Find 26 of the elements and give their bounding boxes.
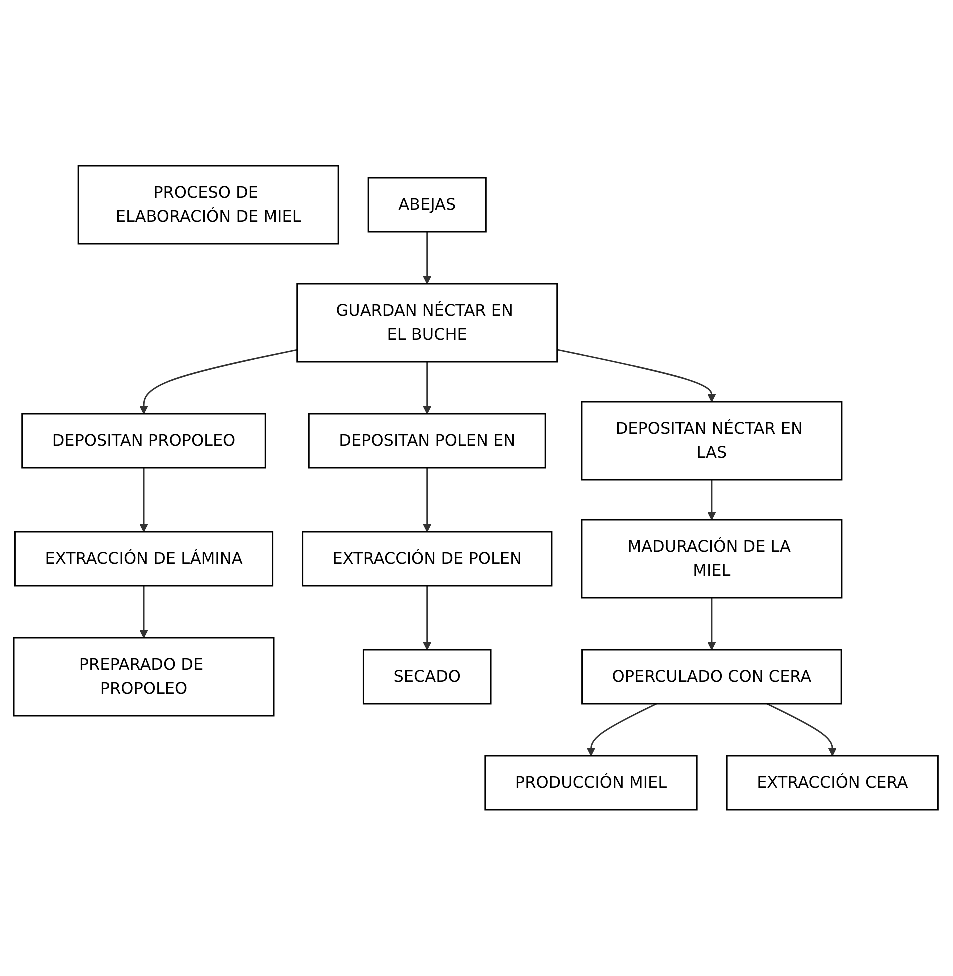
arrow bbox=[558, 349, 717, 402]
arrow bbox=[423, 586, 432, 650]
node-box: OPERCULADO CON CERA bbox=[582, 649, 843, 705]
node-box: SECADO bbox=[363, 649, 492, 705]
arrow bbox=[140, 586, 149, 638]
node-box: ABEJAS bbox=[368, 177, 488, 233]
node-box: DEPOSITAN POLEN EN bbox=[308, 413, 547, 469]
node-box: EXTRACCIÓN DE LÁMINA bbox=[14, 531, 274, 587]
arrow bbox=[423, 468, 432, 532]
arrow bbox=[708, 480, 717, 520]
node-box: DEPOSITAN NÉCTAR EN LAS bbox=[582, 401, 844, 481]
arrow bbox=[423, 362, 432, 414]
arrow bbox=[767, 703, 838, 756]
node-box: EXTRACCIÓN DE POLEN bbox=[302, 531, 554, 587]
node-box: EXTRACCIÓN CERA bbox=[726, 755, 940, 811]
node-box: GUARDAN NÉCTAR EN EL BUCHE bbox=[297, 283, 559, 363]
arrow bbox=[140, 468, 149, 532]
arrow bbox=[708, 598, 717, 650]
arrow bbox=[423, 232, 432, 284]
node-box: PRODUCCIÓN MIEL bbox=[485, 755, 698, 811]
arrow bbox=[587, 703, 658, 756]
node-box: MADURACIÓN DE LA MIEL bbox=[582, 519, 844, 599]
node-box: DEPOSITAN PROPOLEO bbox=[22, 413, 267, 469]
node-box: PREPARADO DE PROPOLEO bbox=[14, 637, 276, 717]
arrow bbox=[140, 349, 298, 414]
node-box: PROCESO DE ELABORACIÓN DE MIEL bbox=[78, 165, 340, 245]
